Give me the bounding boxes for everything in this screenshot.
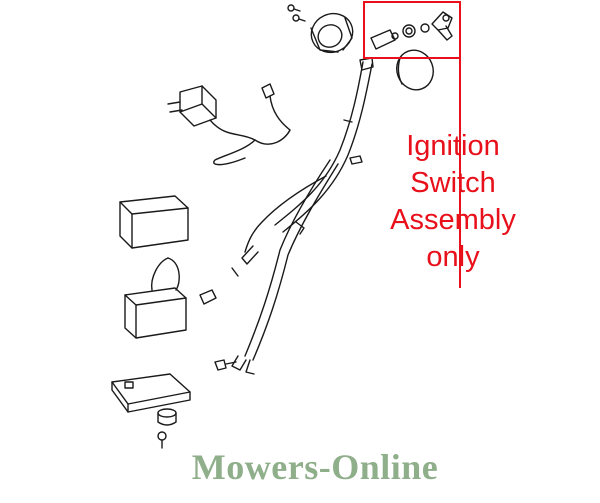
battery-charger <box>167 83 291 166</box>
callout-line-3: Assembly <box>390 204 516 236</box>
mounting-grommet <box>157 408 177 426</box>
battery-cover <box>119 195 189 249</box>
callout-bracket <box>363 1 461 288</box>
switch-cap <box>396 49 434 91</box>
mounting-screw-pair <box>287 4 306 22</box>
switch-housing <box>310 12 354 54</box>
callout-line-2: Switch <box>410 167 496 199</box>
brand-watermark: Mowers-Online <box>191 447 439 487</box>
battery-tray <box>111 373 191 413</box>
callout-label: Ignition Switch Assembly only <box>378 128 528 276</box>
mounting-bolt <box>157 431 167 449</box>
callout-line-4: only <box>426 241 480 273</box>
wiring-harness <box>214 57 374 375</box>
callout-line-1: Ignition <box>406 130 500 162</box>
battery <box>124 257 217 339</box>
ignition-switch-assembly <box>370 11 453 50</box>
